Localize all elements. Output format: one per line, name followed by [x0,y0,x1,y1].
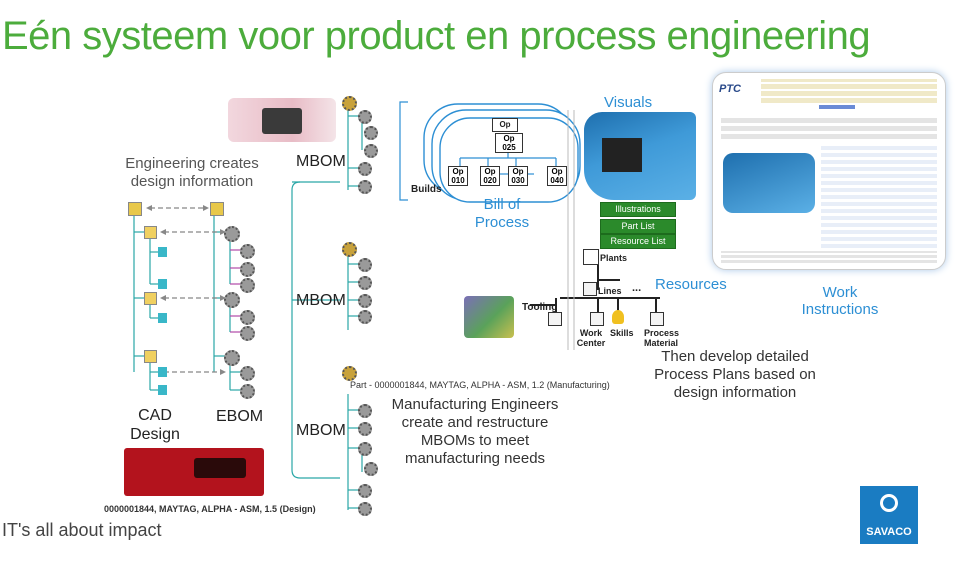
op-030-box: Op 030 [508,166,528,186]
gear-icon [364,462,378,476]
gear-icon [358,294,372,308]
engineering-creates-text: Engineering creates design information [125,155,259,190]
work-instructions-label: Work Instructions [801,284,879,318]
ellipsis-label: ... [632,282,642,294]
op-020-box: Op 020 [480,166,500,186]
mbom-root-icon [342,242,357,257]
gear-icon [358,276,372,290]
mbom-label-middle: MBOM [296,292,346,309]
page-title: Eén systeem voor product en process engi… [2,14,871,58]
manufacturing-engineers-text: Manufacturing Engineers create and restr… [391,396,559,467]
cad-assembly-icon [144,350,157,363]
gear-icon [358,162,372,176]
gear-icon [364,126,378,140]
visuals-label: Visuals [604,94,653,111]
ebom-root-icon [210,202,224,216]
footer-slogan: IT's all about impact [2,520,162,540]
gear-icon [358,310,372,324]
work-instructions-document: PTC [712,72,946,270]
mbom-label-bottom: MBOM [296,422,346,439]
worker-icon [612,310,624,324]
gear-icon [240,310,255,325]
illustrations-box: Illustrations [600,202,676,217]
washing-machine-image [124,448,264,496]
cad-part-icon [158,367,167,377]
gear-icon [358,258,372,272]
visuals-3d-image [584,112,696,200]
design-caption: 0000001844, MAYTAG, ALPHA - ASM, 1.5 (De… [104,504,316,514]
resource-list-box: Resource List [600,234,676,249]
gear-icon [224,226,240,242]
mbom-root-icon [342,96,357,111]
gear-icon [240,366,255,381]
line-icon [583,282,597,296]
bill-of-process-label: Bill of Process [474,196,530,231]
part-list-box: Part List [600,219,676,234]
gear-icon [224,350,240,366]
gear-icon [358,502,372,516]
work-center-label: Work Center [576,328,606,348]
tooling-icon [548,312,562,326]
gear-icon [240,326,255,341]
factory-icon [583,249,599,265]
gear-icon [358,422,372,436]
cad-root-icon [128,202,142,216]
gear-icon [358,404,372,418]
tooling-image [464,296,514,338]
ebom-label: EBOM [216,408,264,425]
op-040-box: Op 040 [547,166,567,186]
then-develop-text: Then develop detailed Process Plans base… [654,348,816,401]
gear-icon [358,442,372,456]
gear-icon [240,278,255,293]
process-material-icon [650,312,664,326]
cad-part-icon [158,247,167,257]
lines-label: Lines [598,286,622,296]
gear-icon [364,144,378,158]
mbom-root-icon [342,366,357,381]
cad-assembly-icon [144,292,157,305]
tooling-label: Tooling [522,302,558,313]
gear-icon [358,110,372,124]
gear-icon [240,262,255,277]
op-025-box: Op 025 [495,133,523,153]
cad-part-icon [158,279,167,289]
builds-label: Builds [411,184,442,195]
op-010-box: Op 010 [448,166,468,186]
skills-label: Skills [610,328,634,338]
product-render-image [228,98,336,142]
savaco-logo: SAVACO [860,486,918,544]
gear-icon [240,384,255,399]
part-caption: Part - 0000001844, MAYTAG, ALPHA - ASM, … [350,380,610,390]
gear-icon [224,292,240,308]
cad-assembly-icon [144,226,157,239]
ptc-logo: PTC [719,83,741,95]
cad-part-icon [158,385,167,395]
cad-design-label: CAD Design [130,407,180,443]
gear-icon [358,180,372,194]
process-material-label: Process Material [644,328,680,348]
work-center-icon [590,312,604,326]
resources-label: Resources [655,276,727,293]
gear-icon [240,244,255,259]
mbom-label-top: MBOM [296,153,346,170]
gear-icon [358,484,372,498]
plants-label: Plants [600,253,628,263]
op-header-box: Op [492,118,518,132]
cad-part-icon [158,313,167,323]
